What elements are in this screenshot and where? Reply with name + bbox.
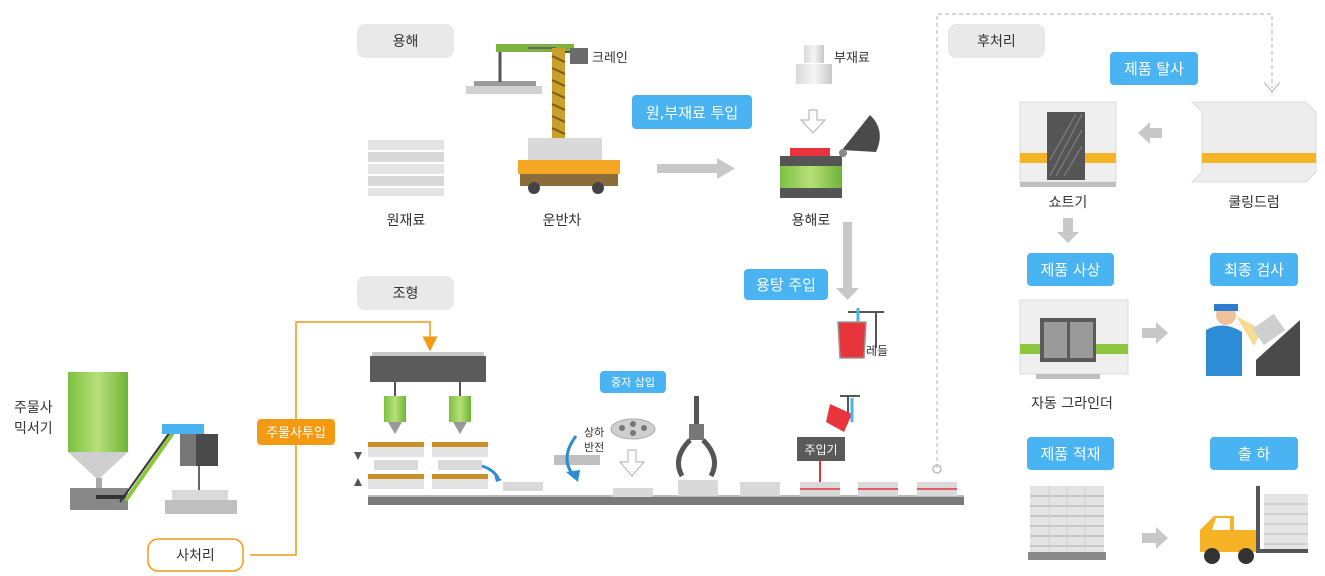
svg-text:제품 탈사: 제품 탈사 xyxy=(1124,60,1184,78)
gray-arrow-right-2 xyxy=(1142,322,1168,344)
flip-illustration xyxy=(554,435,600,482)
label-flip: 상하 반전 xyxy=(584,425,608,454)
molding-machine-illustration xyxy=(354,352,502,489)
label-sub-material: 부재료 xyxy=(834,51,870,66)
step-shipping: 출 하 xyxy=(1210,437,1298,470)
inspector-illustration xyxy=(1206,304,1300,376)
label-pourer: 주입기 xyxy=(804,443,837,457)
label-crane: 크레인 xyxy=(592,51,628,66)
label-cooling-drum: 쿨링드럼 xyxy=(1228,195,1280,211)
svg-text:용해: 용해 xyxy=(393,34,419,50)
label-raw-material: 원재료 xyxy=(387,213,426,229)
label-sand-mixer: 주물사 믹서기 xyxy=(14,400,57,437)
dashed-connector xyxy=(932,13,1281,474)
cast-blocks xyxy=(858,482,957,496)
section-tab-post: 후처리 xyxy=(948,24,1045,58)
shot-machine-illustration xyxy=(1019,101,1117,187)
outline-arrow-down-1 xyxy=(799,109,827,134)
crane-illustration xyxy=(466,44,588,138)
conveyor-line xyxy=(368,495,964,505)
sub-material-illustration xyxy=(796,45,832,84)
section-tab-molding: 조형 xyxy=(357,276,454,310)
raw-material-illustration xyxy=(368,140,444,196)
cooling-drum-illustration xyxy=(1190,101,1317,183)
step-core-insert: 중자 삽입 xyxy=(600,371,666,393)
svg-text:조형: 조형 xyxy=(393,286,419,302)
label-ladle: 레들 xyxy=(866,344,888,358)
sand-mixer-illustration xyxy=(68,372,237,514)
furnace-illustration xyxy=(780,115,880,198)
label-carrier: 운반차 xyxy=(543,213,582,229)
svg-text:사처리: 사처리 xyxy=(176,548,215,564)
gray-arrow-right-1 xyxy=(657,158,735,179)
gray-arrow-down-2 xyxy=(1057,218,1079,243)
stacked-products-illustration xyxy=(1028,486,1106,560)
svg-text:중자 삽입: 중자 삽입 xyxy=(611,376,655,389)
step-molten-pour: 용탕 주입 xyxy=(744,269,828,300)
gray-arrow-left-1 xyxy=(1138,122,1162,144)
svg-text:주물사투입: 주물사투입 xyxy=(266,426,326,441)
label-shot: 쇼트기 xyxy=(1049,195,1088,211)
forklift-illustration xyxy=(1200,486,1308,564)
svg-text:후처리: 후처리 xyxy=(977,34,1016,50)
gray-arrow-right-3 xyxy=(1142,527,1168,549)
mold-block-2 xyxy=(613,488,653,497)
core-illustration xyxy=(610,418,656,440)
step-final-inspection: 최종 검사 xyxy=(1210,253,1298,286)
step-finishing: 제품 사상 xyxy=(1027,253,1114,286)
step-sand-input: 주물사투입 xyxy=(257,419,335,445)
svg-text:최종 검사: 최종 검사 xyxy=(1224,261,1284,279)
pourer-illustration xyxy=(797,395,860,496)
step-stacking: 제품 적재 xyxy=(1027,437,1114,470)
outline-arrow-down-2 xyxy=(618,449,646,477)
svg-text:제품 적재: 제품 적재 xyxy=(1041,445,1101,463)
svg-text:원,부재료 투입: 원,부재료 투입 xyxy=(646,104,738,122)
grinder-illustration xyxy=(1019,299,1129,379)
svg-text:용탕 주입: 용탕 주입 xyxy=(756,276,816,294)
gripper-illustration xyxy=(675,396,718,496)
sand-input-line xyxy=(250,321,438,556)
label-grinder: 자동 그라인더 xyxy=(1031,396,1113,412)
label-furnace: 용해로 xyxy=(792,213,831,229)
svg-text:제품 사상: 제품 사상 xyxy=(1041,261,1101,279)
svg-text:출 하: 출 하 xyxy=(1238,445,1271,463)
section-tab-melting: 용해 xyxy=(357,24,454,58)
mold-block-3 xyxy=(740,482,780,496)
mold-block-1 xyxy=(503,482,543,491)
carrier-illustration xyxy=(518,138,620,194)
step-material-input: 원,부재료 투입 xyxy=(632,95,752,129)
gray-arrow-down-1 xyxy=(836,222,859,300)
step-shakeout: 제품 탈사 xyxy=(1110,52,1198,85)
ladle-illustration xyxy=(837,308,884,359)
step-sand-treatment: 사처리 xyxy=(147,538,244,572)
